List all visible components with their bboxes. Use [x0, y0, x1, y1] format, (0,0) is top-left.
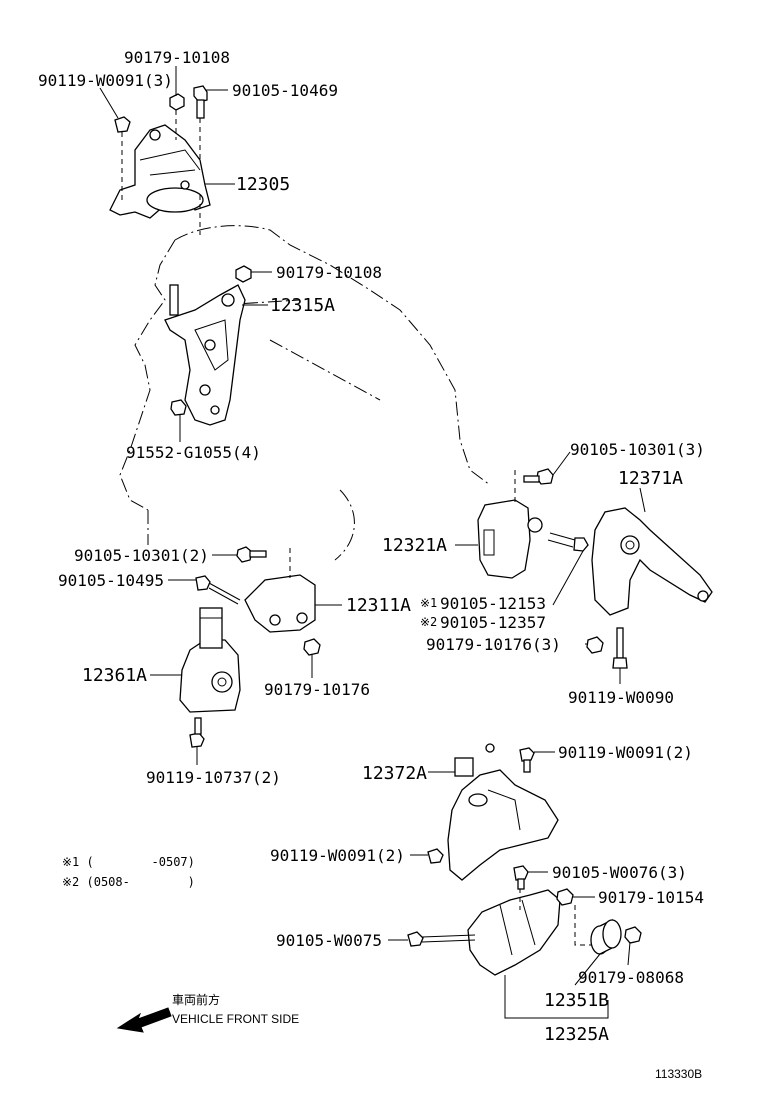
mark-1: ※1 [420, 596, 437, 610]
note-2: ※2 (0508- ) [62, 875, 195, 889]
bolt-91552-g1055 [170, 399, 187, 416]
nut-90179-08068 [624, 926, 642, 944]
leader-lines [99, 66, 646, 1019]
label-90119-w0091-3: 90119-W0091(3) [38, 71, 173, 90]
bolt-90119-w0090 [612, 627, 628, 669]
direction-japanese: 車両前方 [172, 992, 220, 1007]
label-90105-w0075: 90105-W0075 [276, 931, 382, 950]
label-12372a: 12372A [362, 763, 427, 784]
bracket-12315a [164, 284, 246, 426]
label-12325a: 12325A [544, 1024, 609, 1045]
label-12305: 12305 [236, 174, 290, 195]
label-12321a: 12321A [382, 535, 447, 556]
vehicle-front-indicator: 車両前方 VEHICLE FRONT SIDE [116, 992, 299, 1033]
bracket-12321a [477, 470, 543, 579]
label-12315a: 12315A [270, 295, 335, 316]
bolt-90119-w0091-2-right [519, 747, 535, 773]
mark-2: ※2 [420, 615, 437, 629]
label-90105-w0076-3: 90105-W0076(3) [552, 863, 687, 882]
label-90105-12357: 90105-12357 [440, 613, 546, 632]
label-90179-10108-top: 90179-10108 [124, 48, 230, 67]
nut-90179-10108-mid [235, 265, 252, 283]
bolt-90119-w0091-2-left [427, 848, 444, 864]
label-90179-10108-mid: 90179-10108 [276, 263, 382, 282]
label-90179-08068: 90179-08068 [578, 968, 684, 987]
label-91552-g1055-4: 91552-G1055(4) [126, 443, 261, 462]
part-labels: 90179-10108 90119-W0091(3) 90105-10469 1… [38, 48, 705, 1045]
bolt-90105-10301-3 [523, 468, 554, 485]
bolt-90119-w0091-3 [114, 116, 131, 200]
label-90105-12153: 90105-12153 [440, 594, 546, 613]
label-90119-w0091-2-right: 90119-W0091(2) [558, 743, 693, 762]
bolt-90179-10108-top [169, 93, 185, 140]
label-90105-10301-2: 90105-10301(2) [74, 546, 209, 565]
mount-12371a [591, 507, 713, 616]
label-90119-10737-2: 90119-10737(2) [146, 768, 281, 787]
engine-mount-12305 [109, 124, 211, 219]
label-90179-10176: 90179-10176 [264, 680, 370, 699]
nut-90179-10176-3 [586, 636, 604, 654]
applicability-notes: ※1 ( -0507) ※2 (0508- ) [62, 855, 195, 889]
nut-90179-10154 [556, 888, 574, 906]
mount-12372a [447, 743, 559, 881]
mount-12361a [179, 607, 241, 713]
label-90119-w0091-2-left: 90119-W0091(2) [270, 846, 405, 865]
front-arrow-icon [116, 1007, 172, 1033]
label-12371a: 12371A [618, 468, 683, 489]
label-12361a: 12361A [82, 665, 147, 686]
label-90105-10495: 90105-10495 [58, 571, 164, 590]
label-90105-10469: 90105-10469 [232, 81, 338, 100]
bolt-90105-w0076-3 [513, 865, 529, 890]
nut-90179-10176 [303, 638, 321, 656]
bracket-12311a [244, 548, 316, 633]
label-90179-10176-3: 90179-10176(3) [426, 635, 561, 654]
figure-id: 113330B [655, 1067, 702, 1081]
label-90105-10301-3: 90105-10301(3) [570, 440, 705, 459]
label-12351b: 12351B [544, 990, 609, 1011]
bushing-12351b [590, 918, 622, 955]
bolt-90119-10737-2 [189, 717, 205, 748]
bolt-90105-12153 [547, 532, 589, 552]
note-1: ※1 ( -0507) [62, 855, 195, 869]
bolt-90105-10301-2 [236, 546, 267, 563]
label-90179-10154: 90179-10154 [598, 888, 704, 907]
bracket-12325a [467, 888, 595, 976]
label-90119-w0090: 90119-W0090 [568, 688, 674, 707]
direction-english: VEHICLE FRONT SIDE [172, 1012, 299, 1026]
label-12311a: 12311A [346, 595, 411, 616]
bolt-90105-10469 [193, 85, 208, 235]
engine-outline [119, 225, 491, 561]
bolt-90105-10495 [195, 575, 241, 605]
bolt-90105-w0075 [407, 931, 476, 947]
